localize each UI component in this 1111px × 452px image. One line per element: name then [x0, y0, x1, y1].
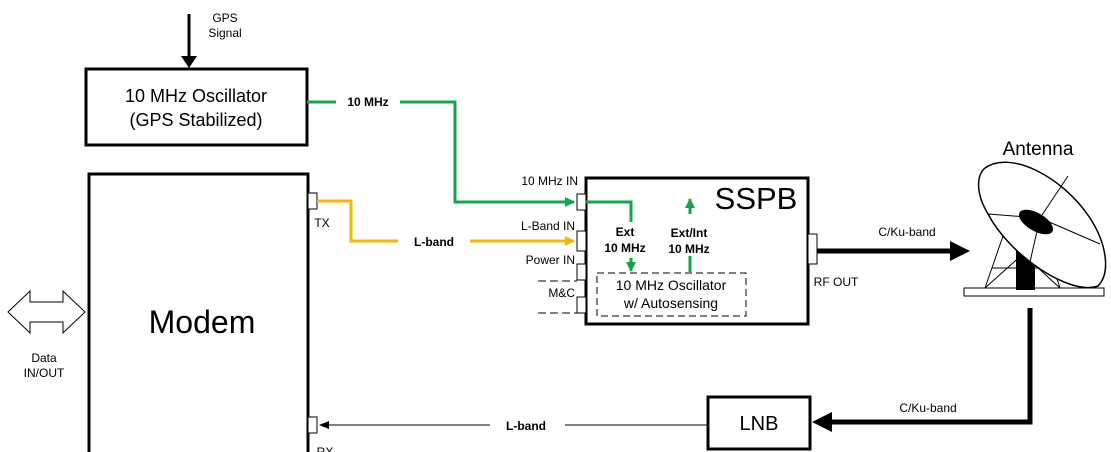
lnb-label: LNB [740, 413, 779, 435]
ext-label-line2: 10 MHz [604, 241, 645, 255]
ref-osc-line1: 10 MHz Oscillator [125, 86, 267, 106]
uplink-label: C/Ku-band [878, 225, 935, 239]
sspb-lband-in-port [577, 231, 586, 251]
modem-rx-port [308, 417, 317, 433]
internal-osc-line1: 10 MHz Oscillator [616, 277, 727, 293]
downlink-label: C/Ku-band [899, 401, 956, 415]
antenna-dish-icon: Antenna [964, 139, 1106, 296]
sspb-port-lband-in-label: L-Band IN [521, 219, 575, 233]
sspb-ref-in-port [577, 194, 586, 210]
data-io-line1: Data [31, 351, 57, 365]
sspb-port-mc-label: M&C [548, 286, 575, 300]
gps-signal-input: GPS Signal [181, 11, 242, 68]
data-io-double-arrow: Data IN/OUT [8, 291, 85, 380]
ext-label-line1: Ext [616, 225, 635, 239]
sspb-power-in-port [577, 264, 586, 280]
rx-lband-link: L-band [320, 419, 708, 433]
antenna-label: Antenna [1003, 139, 1074, 160]
modem-tx-port [308, 193, 317, 209]
ref-osc-line2: (GPS Stabilized) [129, 110, 262, 130]
sspb-rf-out-port [808, 234, 817, 264]
internal-osc-line2: w/ Autosensing [623, 295, 718, 311]
lnb-block: LNB [708, 397, 810, 449]
modem-rx-label: RX [317, 445, 334, 452]
modem-block: Modem TX RX [89, 174, 333, 452]
sspb-title: SSPB [715, 181, 798, 216]
extint-label-line2: 10 MHz [668, 242, 709, 256]
sspb-port-rf-out-label: RF OUT [814, 275, 859, 289]
uplink-link: C/Ku-band [817, 225, 970, 261]
sspb-port-power-in-label: Power IN [526, 253, 575, 267]
modem-title: Modem [149, 304, 256, 340]
downlink-link: C/Ku-band [812, 308, 1030, 432]
data-io-line2: IN/OUT [24, 366, 65, 380]
modem-tx-label: TX [314, 216, 329, 230]
ref-link-label: 10 MHz [347, 95, 388, 109]
sspb-port-ref-in-label: 10 MHz IN [521, 174, 578, 188]
extint-label-line1: Ext/Int [671, 226, 708, 240]
gps-label-line1: GPS [212, 11, 237, 25]
sspb-block: SSPB 10 MHz IN L-Band IN Power IN M&C RF… [521, 174, 859, 324]
tx-link-label: L-band [414, 235, 454, 249]
sspb-mc-port [577, 297, 586, 313]
gps-label-line2: Signal [208, 26, 241, 40]
rx-link-label: L-band [506, 419, 546, 433]
gps-arrow-head [181, 56, 197, 68]
reference-oscillator-block: 10 MHz Oscillator (GPS Stabilized) [86, 69, 307, 145]
